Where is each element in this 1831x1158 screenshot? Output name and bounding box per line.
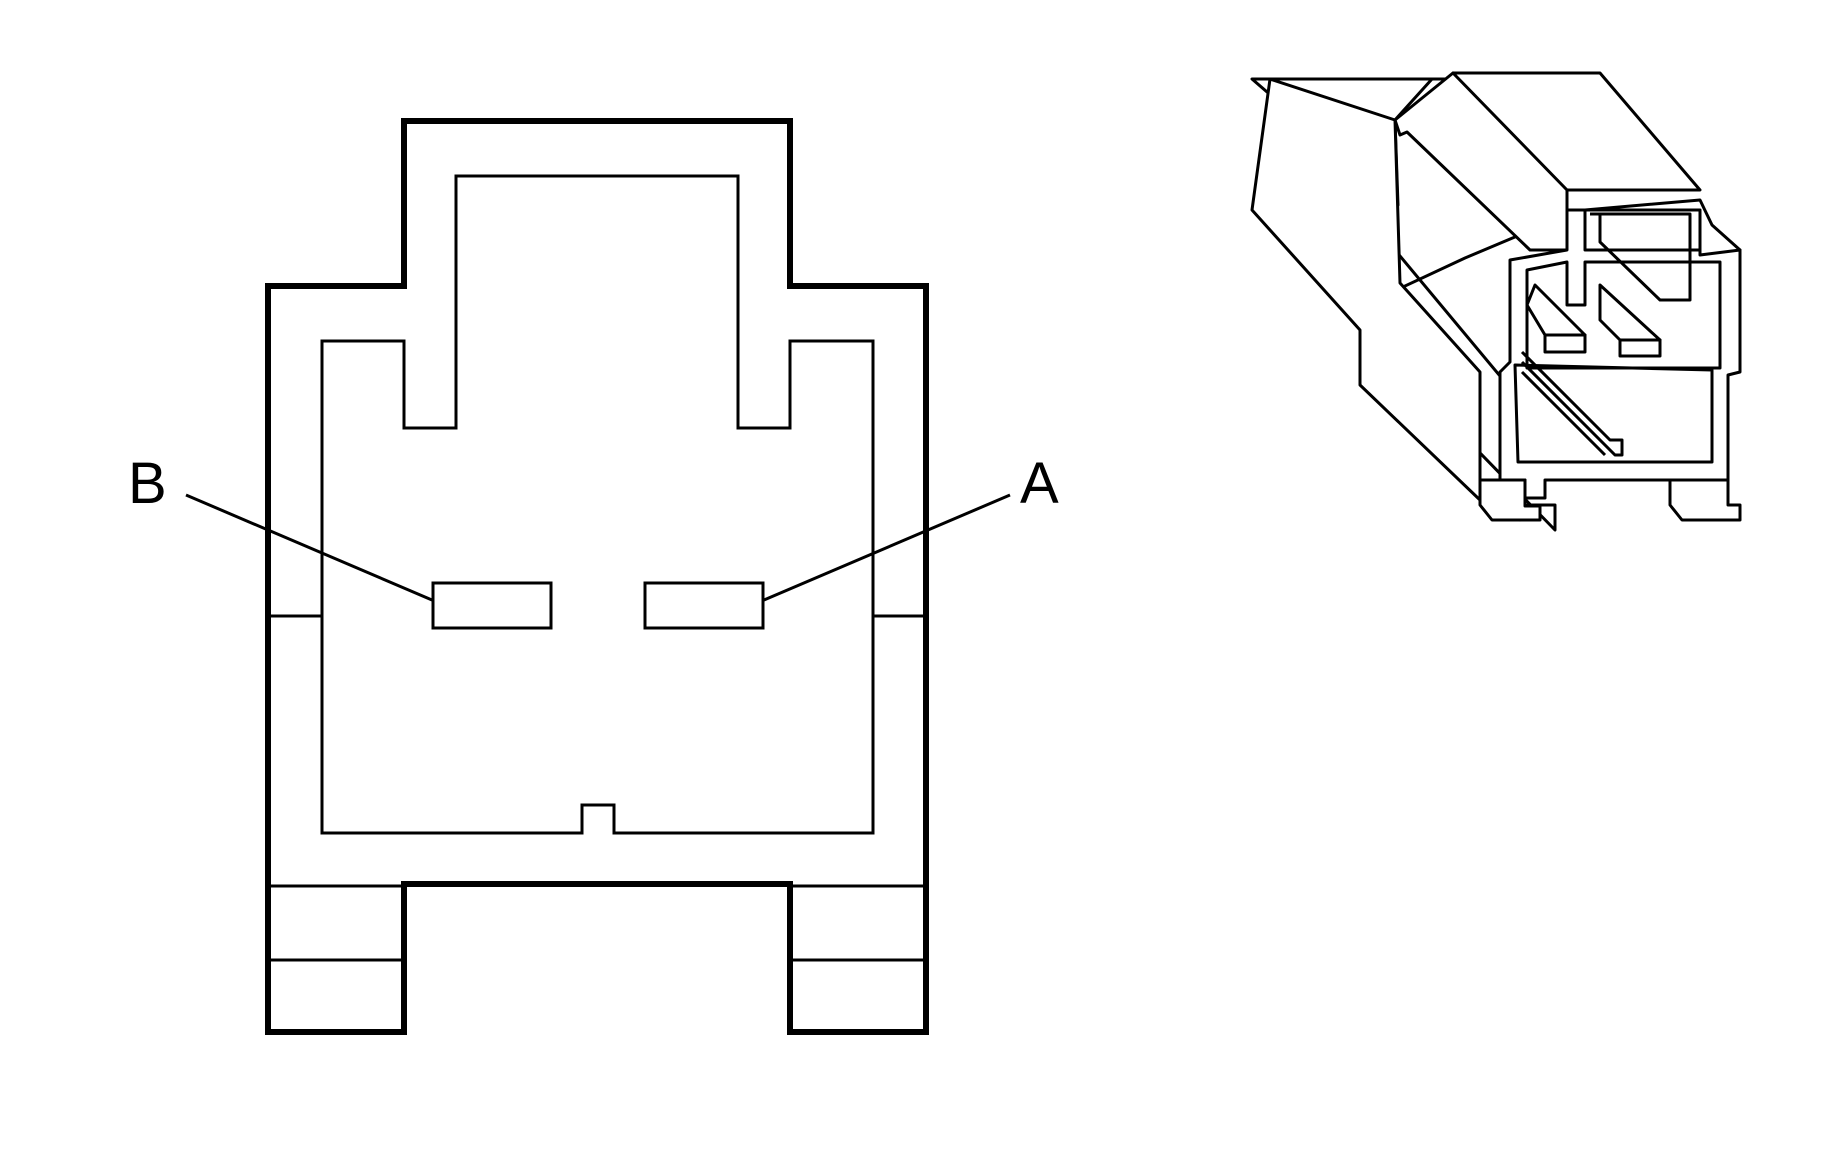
terminal-b [431, 581, 553, 630]
iso-front-window-lower [1513, 363, 1714, 464]
iso-top-ridge-face [1393, 71, 1569, 252]
connector-face-view: B A [128, 118, 1059, 1035]
pin-label-b: B [128, 451, 167, 516]
iso-slot-rail [1520, 350, 1624, 457]
iso-foot-left [1478, 478, 1542, 522]
iso-upper-box-inner [1590, 212, 1692, 302]
iso-foot-right [1668, 478, 1742, 522]
inner-cavity [320, 174, 875, 835]
housing-outline [265, 118, 929, 1035]
pin-label-a: A [1020, 451, 1059, 516]
leader-line-b [185, 493, 433, 602]
leader-line-a [763, 493, 1011, 602]
connector-isometric-view [1250, 71, 1742, 532]
iso-upper-box [1583, 198, 1742, 257]
iso-blade-left-top [1543, 333, 1587, 354]
iso-blade-right-top [1618, 338, 1662, 358]
terminal-a [643, 581, 765, 630]
iso-slot-rail-edge [1520, 370, 1607, 457]
